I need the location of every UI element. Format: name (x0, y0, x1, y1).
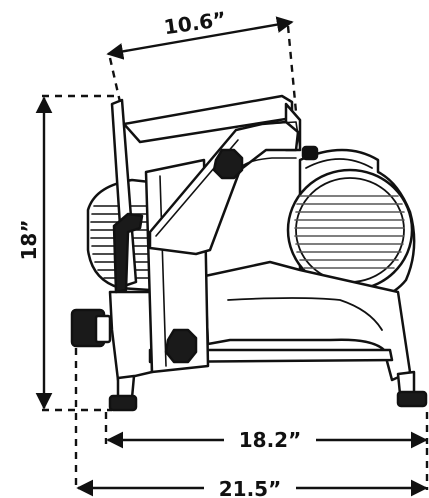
tray-knob (212, 148, 244, 180)
overall-width-label: 21.5” (219, 477, 282, 498)
dimension-lines (35, 16, 429, 497)
blade (286, 168, 414, 292)
top-width-ext-right (286, 25, 298, 113)
meat-slicer-illustration (70, 94, 428, 412)
motor-knob (70, 308, 112, 348)
machine-body (108, 260, 412, 382)
height-label: 18” (17, 220, 41, 261)
base-width-label: 18.2” (239, 428, 302, 452)
carriage-handle (112, 212, 144, 294)
top-width-dim-line (106, 16, 294, 60)
machine-feet (108, 370, 428, 412)
thickness-knob (164, 328, 198, 364)
